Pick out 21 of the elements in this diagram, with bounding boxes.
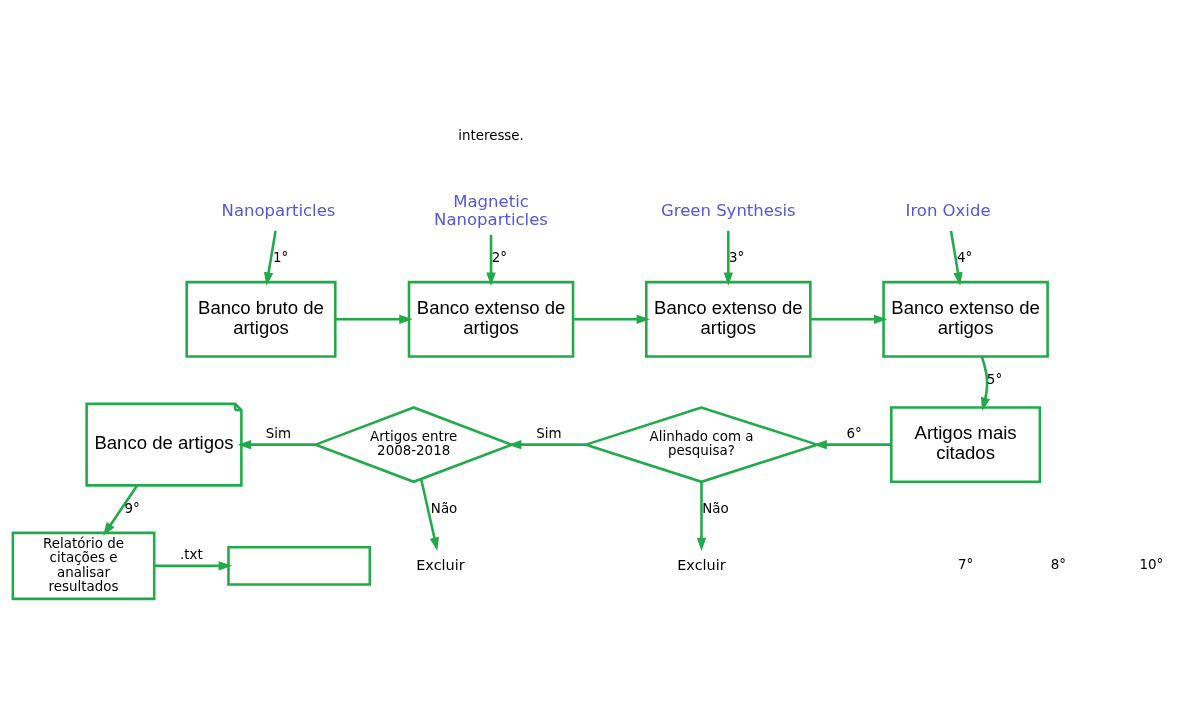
node-text: Excluir bbox=[416, 556, 465, 573]
edge-label: .txt bbox=[179, 546, 203, 562]
label: interesse. bbox=[458, 127, 524, 143]
node-text: Iron Oxide bbox=[905, 200, 991, 220]
node-text: Nanoparticles bbox=[221, 200, 336, 220]
edge-label: 9° bbox=[124, 500, 140, 516]
edge-label: 6° bbox=[846, 425, 862, 441]
node-text: Magnetic Nanoparticles bbox=[434, 191, 548, 229]
edge-label: Sim bbox=[265, 425, 292, 441]
edge-label: Não bbox=[430, 500, 458, 516]
node-text: Excluir bbox=[677, 556, 726, 573]
edge-label: 4° bbox=[956, 249, 973, 265]
edge-label: 2° bbox=[491, 249, 507, 265]
edge-label: Não bbox=[702, 500, 729, 516]
edge-label: 3° bbox=[728, 249, 745, 265]
edge-label: 1° bbox=[272, 249, 289, 265]
label: 10° bbox=[1139, 556, 1164, 572]
label: 7° bbox=[957, 556, 974, 572]
node-text: Green Synthesis bbox=[660, 200, 796, 220]
edge-label: Sim bbox=[536, 425, 562, 441]
label: 8° bbox=[1050, 556, 1067, 572]
